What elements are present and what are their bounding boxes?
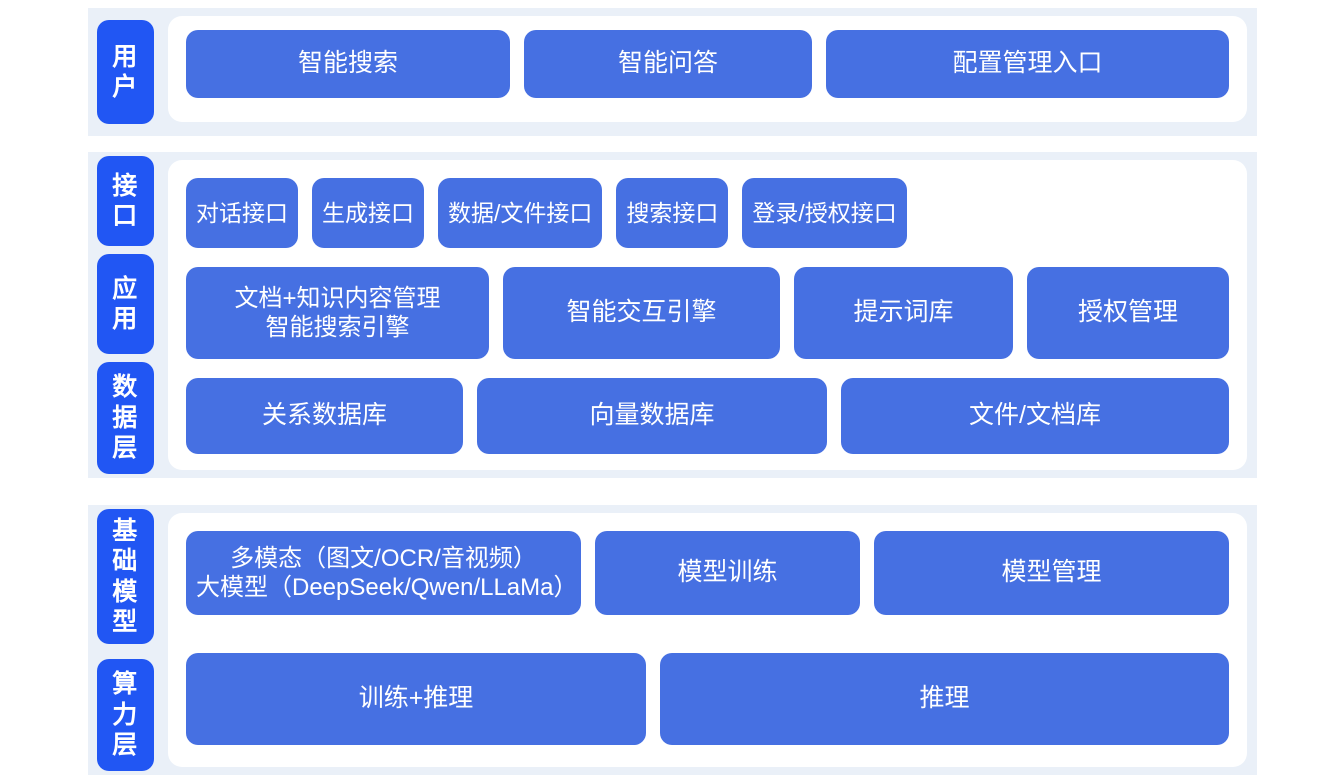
layer-tab-data-label: 数据层	[112, 373, 138, 463]
layer-tab-foundation-model-label: 基础模型	[112, 516, 138, 637]
layer-tab-application[interactable]: 应用	[96, 254, 154, 354]
box-login-auth-interface[interactable]: 登录/授权接口	[742, 178, 907, 248]
section-bottom: 基础模型 算力层 多模态（图文/OCR/音视频） 大模型（DeepSeek/Qw…	[88, 505, 1257, 775]
box-dialog-interface[interactable]: 对话接口	[186, 178, 298, 248]
box-model-training[interactable]: 模型训练	[595, 531, 860, 615]
box-prompt-library[interactable]: 提示词库	[794, 267, 1013, 359]
section-user: 用户 智能搜索 智能问答 配置管理入口	[88, 8, 1257, 136]
box-search-interface[interactable]: 搜索接口	[616, 178, 729, 248]
box-authorization-management[interactable]: 授权管理	[1027, 267, 1229, 359]
panel-bottom: 多模态（图文/OCR/音视频） 大模型（DeepSeek/Qwen/LLaMa）…	[168, 513, 1247, 767]
layer-tab-interface[interactable]: 接口	[96, 156, 154, 246]
layer-tab-data[interactable]: 数据层	[96, 362, 154, 474]
layer-tab-application-label: 应用	[112, 274, 138, 334]
panel-user: 智能搜索 智能问答 配置管理入口	[168, 16, 1247, 122]
section-middle: 接口 应用 数据层 对话接口 生成接口 数据/文件接口 搜索接口 登录/授权接口…	[88, 152, 1257, 478]
box-model-management[interactable]: 模型管理	[874, 531, 1229, 615]
layer-tab-compute-label: 算力层	[112, 670, 138, 760]
layer-tab-foundation-model[interactable]: 基础模型	[96, 509, 154, 644]
layer-tab-user[interactable]: 用户	[96, 20, 154, 124]
box-file-document-store[interactable]: 文件/文档库	[841, 378, 1229, 454]
box-multimodal-large-models[interactable]: 多模态（图文/OCR/音视频） 大模型（DeepSeek/Qwen/LLaMa）	[186, 531, 581, 615]
tab-column-bottom: 基础模型 算力层	[88, 505, 162, 775]
row-foundation-models: 多模态（图文/OCR/音视频） 大模型（DeepSeek/Qwen/LLaMa）…	[186, 531, 1229, 615]
row-user-entries: 智能搜索 智能问答 配置管理入口	[186, 30, 1229, 108]
row-applications: 文档+知识内容管理 智能搜索引擎 智能交互引擎 提示词库 授权管理	[186, 267, 1229, 359]
box-intelligent-search[interactable]: 智能搜索	[186, 30, 510, 98]
box-vector-database[interactable]: 向量数据库	[477, 378, 827, 454]
row-compute: 训练+推理 推理	[186, 653, 1229, 745]
panel-middle: 对话接口 生成接口 数据/文件接口 搜索接口 登录/授权接口 文档+知识内容管理…	[168, 160, 1247, 470]
box-intelligent-interaction-engine[interactable]: 智能交互引擎	[503, 267, 780, 359]
layer-tab-user-label: 用户	[112, 42, 138, 102]
box-relational-database[interactable]: 关系数据库	[186, 378, 463, 454]
box-intelligent-qa[interactable]: 智能问答	[524, 30, 812, 98]
box-config-management-entry[interactable]: 配置管理入口	[826, 30, 1229, 98]
layer-tab-interface-label: 接口	[112, 171, 138, 231]
box-generation-interface[interactable]: 生成接口	[312, 178, 424, 248]
layer-tab-compute[interactable]: 算力层	[96, 659, 154, 771]
tab-column-middle: 接口 应用 数据层	[88, 152, 162, 478]
box-training-plus-inference[interactable]: 训练+推理	[186, 653, 646, 745]
tab-column-user: 用户	[88, 8, 162, 136]
box-data-file-interface[interactable]: 数据/文件接口	[438, 178, 603, 248]
box-inference[interactable]: 推理	[660, 653, 1229, 745]
box-document-knowledge-management[interactable]: 文档+知识内容管理 智能搜索引擎	[186, 267, 489, 359]
row-interfaces: 对话接口 生成接口 数据/文件接口 搜索接口 登录/授权接口	[186, 178, 1229, 248]
row-data-stores: 关系数据库 向量数据库 文件/文档库	[186, 378, 1229, 454]
